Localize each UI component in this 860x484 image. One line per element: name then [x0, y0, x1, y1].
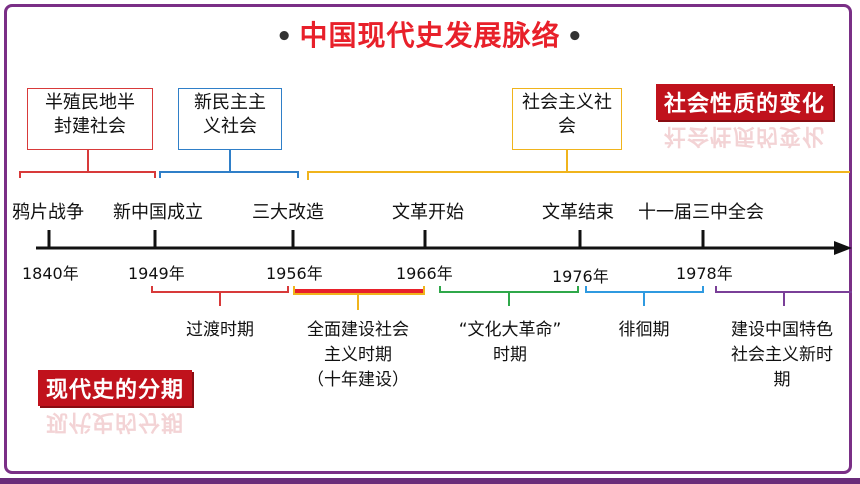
event-prc-founded: 新中国成立 — [113, 202, 203, 223]
event-cultural-revolution-start: 文革开始 — [392, 202, 464, 223]
banner-modern-periods-reflection: 现代史的分期 — [46, 409, 185, 434]
event-three-transformations: 三大改造 — [252, 202, 324, 223]
society-box-socialist: 社会主义社 会 — [512, 88, 622, 150]
page-title: •中国现代史发展脉络• — [275, 19, 585, 52]
year-1966: 1966年 — [396, 264, 453, 283]
banner-society-nature: 社会性质的变化 — [656, 84, 834, 120]
period-new-era: 建设中国特色 社会主义新时 期 — [731, 320, 833, 390]
year-1956: 1956年 — [266, 264, 323, 283]
bracket-new-era — [715, 286, 852, 293]
event-third-plenum: 十一届三中全会 — [638, 202, 764, 223]
bottom-bar — [0, 478, 860, 484]
year-1949: 1949年 — [128, 264, 185, 283]
bracket-transition — [151, 286, 289, 293]
period-socialist-construction: 全面建设社会 主义时期 （十年建设） — [307, 320, 409, 390]
society-box-new-democratic: 新民主主 义社会 — [178, 88, 282, 150]
year-1976: 1976年 — [552, 267, 609, 286]
society-box-semi-colonial: 半殖民地半 封建社会 — [27, 88, 153, 150]
period-transition: 过渡时期 — [186, 320, 254, 340]
period-cultural-revolution: “文化大革命” 时期 — [458, 320, 562, 365]
banner-society-nature-reflection: 社会性质的变化 — [664, 123, 826, 148]
event-cultural-revolution-end: 文革结束 — [542, 202, 614, 223]
event-opium-war: 鸦片战争 — [12, 202, 84, 223]
banner-modern-periods: 现代史的分期 — [38, 370, 193, 406]
year-1840: 1840年 — [22, 264, 79, 283]
year-1978: 1978年 — [676, 264, 733, 283]
bracket-semi-colonial — [19, 171, 156, 178]
period-hesitation: 徘徊期 — [618, 320, 670, 340]
timeline-arrowhead — [834, 241, 852, 255]
bracket-new-democratic — [159, 171, 299, 178]
bracket-socialist — [307, 171, 850, 180]
